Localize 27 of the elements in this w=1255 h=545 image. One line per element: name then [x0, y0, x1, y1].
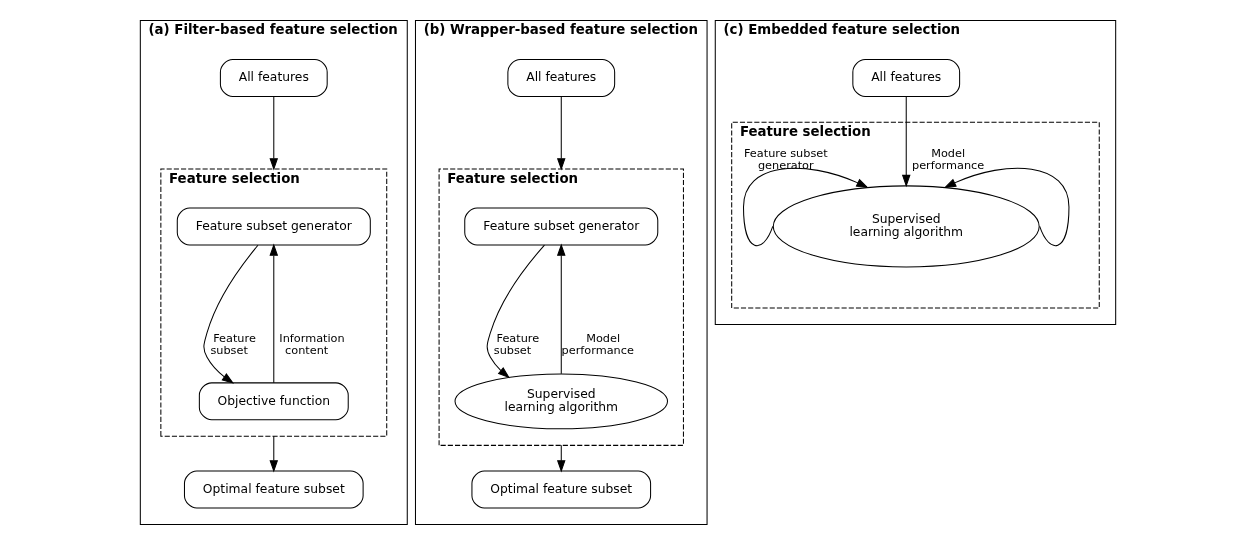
- arrow: [943, 167, 1069, 247]
- arrow: [268, 435, 278, 473]
- arrow: [486, 244, 545, 379]
- node-box: Objective function: [198, 382, 349, 421]
- arrow: [556, 444, 566, 473]
- arrow: [742, 167, 869, 247]
- node-box: Feature subset generator: [463, 207, 658, 246]
- edge-label: Feature subset: [209, 331, 256, 358]
- node-ellipse: Supervised learning algorithm: [772, 185, 1040, 268]
- node-box: All features: [851, 59, 960, 98]
- edge-label: Information content: [278, 331, 345, 358]
- arrow: [268, 243, 278, 384]
- node-box: Optimal feature subset: [470, 470, 651, 509]
- edge-label: Model performance: [911, 147, 984, 173]
- arrow: [901, 96, 911, 188]
- node-ellipse: Supervised learning algorithm: [454, 373, 668, 430]
- edge-label: Feature subset: [493, 331, 539, 358]
- arrow: [556, 96, 566, 171]
- node-box: All features: [219, 59, 328, 98]
- arrow: [202, 244, 258, 384]
- node-box: Feature subset generator: [176, 207, 371, 246]
- arrow: [268, 96, 278, 171]
- edge-label: Model performance: [561, 331, 634, 358]
- node-box: All features: [506, 59, 615, 98]
- edge-label: Feature subset generator: [743, 147, 828, 173]
- node-box: Optimal feature subset: [183, 470, 364, 509]
- arrow: [556, 243, 566, 375]
